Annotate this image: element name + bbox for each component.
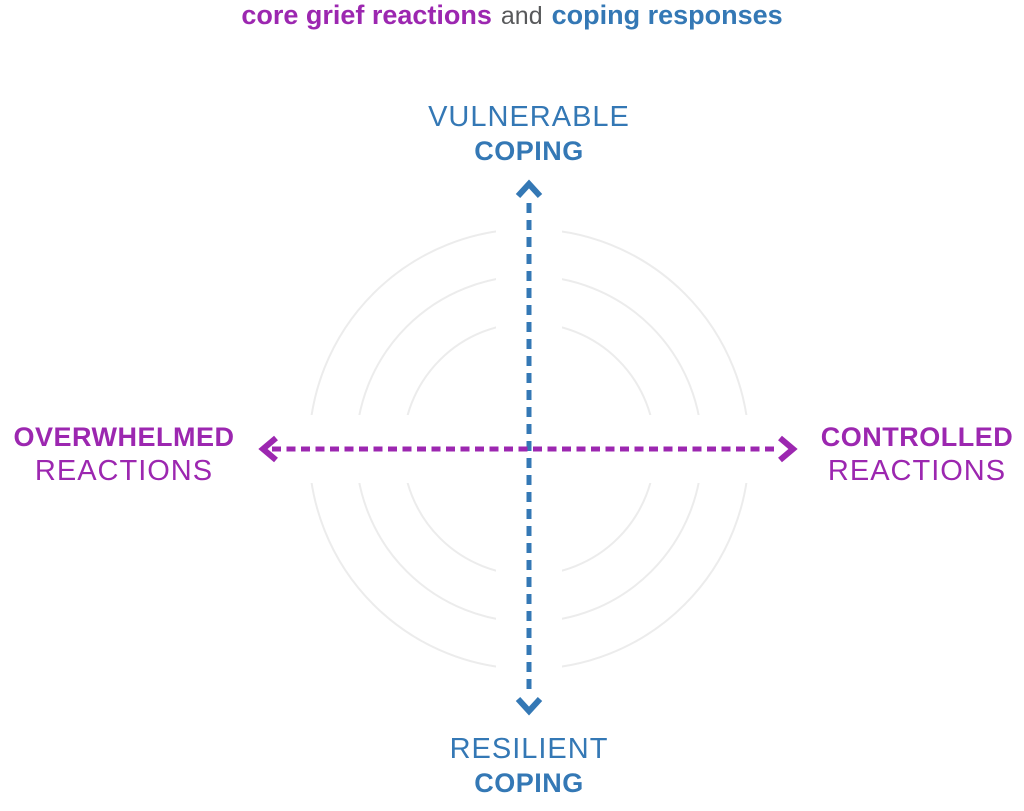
right-arrow-icon	[778, 435, 798, 463]
title-coping-responses: coping responses	[551, 0, 783, 30]
resilient-coping-text: COPING	[474, 768, 584, 798]
overwhelmed-reactions-text: REACTIONS	[34, 455, 214, 487]
label-overwhelmed-reactions: OVERWHELMED REACTIONS	[4, 420, 244, 488]
overwhelmed-text: OVERWHELMED	[13, 422, 235, 452]
resilient-text: RESILIENT	[449, 733, 609, 765]
controlled-reactions-text: REACTIONS	[827, 455, 1007, 487]
label-vulnerable-coping: VULNERABLE COPING	[329, 100, 729, 168]
controlled-text: CONTROLLED	[820, 422, 1014, 452]
left-arrow-icon	[258, 435, 278, 463]
title-conjunction: and	[500, 2, 543, 30]
down-arrow-icon	[515, 696, 543, 716]
vulnerable-text: VULNERABLE	[428, 101, 630, 133]
label-resilient-coping: RESILIENT COPING	[329, 732, 729, 800]
title-grief-reactions: core grief reactions	[241, 0, 492, 30]
label-controlled-reactions: CONTROLLED REACTIONS	[797, 420, 1024, 488]
diagram-title: core grief reactions and coping responses	[0, 0, 1024, 31]
vulnerable-coping-text: COPING	[474, 136, 584, 166]
vertical-axis	[515, 179, 543, 716]
up-arrow-icon	[515, 179, 543, 199]
horizontal-axis	[258, 435, 798, 463]
